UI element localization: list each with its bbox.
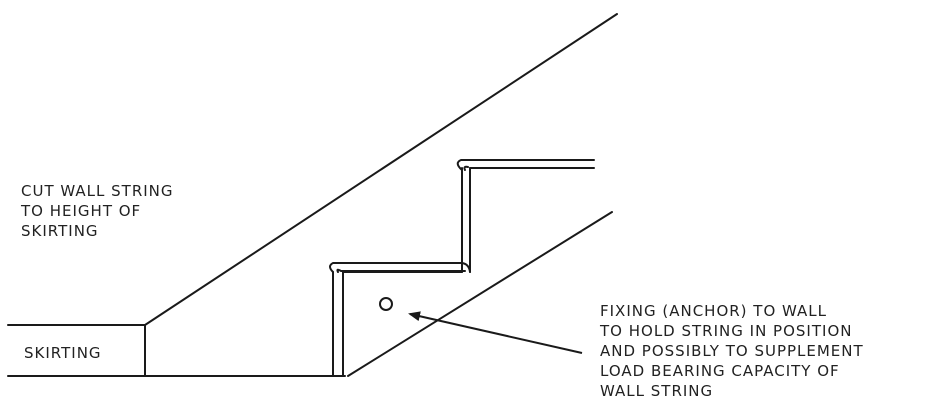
wall-string-top-line: [144, 13, 618, 326]
stair-steps: [329, 159, 595, 377]
anchor-fixing-circle: [379, 297, 393, 311]
wall-string-bottom-line: [347, 211, 613, 377]
fixing-leader-arrow: [408, 311, 583, 354]
cut-wall-string-label: CUT WALL STRING TO HEIGHT OF SKIRTING: [20, 182, 179, 240]
skirting-board: [7, 324, 346, 377]
skirting-label: SKIRTING: [24, 344, 102, 362]
fixing-callout-label: FIXING (ANCHOR) TO WALL TO HOLD STRING I…: [599, 302, 869, 400]
